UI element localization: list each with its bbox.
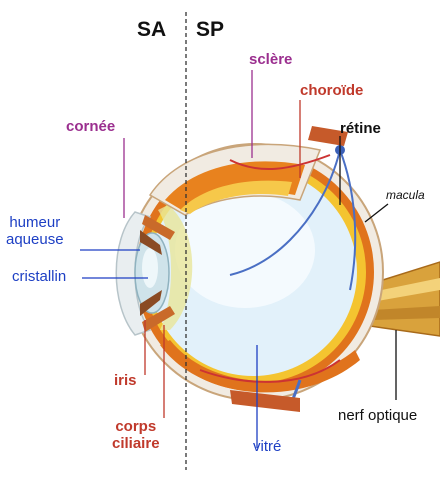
label-cornee: cornée	[66, 118, 115, 135]
label-humeur-line2: aqueuse	[6, 231, 64, 248]
header-sp: SP	[196, 18, 224, 42]
label-sclere: sclère	[249, 51, 292, 68]
label-corps-line1: corps	[112, 418, 160, 435]
label-retine: rétine	[340, 120, 381, 137]
label-iris: iris	[114, 372, 137, 389]
label-humeur-aqueuse: humeur aqueuse	[6, 214, 64, 249]
label-choroide: choroïde	[300, 82, 363, 99]
label-nerf-optique: nerf optique	[338, 407, 417, 424]
header-sa: SA	[137, 18, 166, 42]
label-cristallin: cristallin	[12, 268, 66, 285]
label-humeur-line1: humeur	[6, 214, 64, 231]
label-vitre: vitré	[253, 438, 281, 455]
label-corps-line2: ciliaire	[112, 435, 160, 452]
label-macula: macula	[386, 189, 425, 203]
label-corps-ciliaire: corps ciliaire	[112, 418, 160, 453]
